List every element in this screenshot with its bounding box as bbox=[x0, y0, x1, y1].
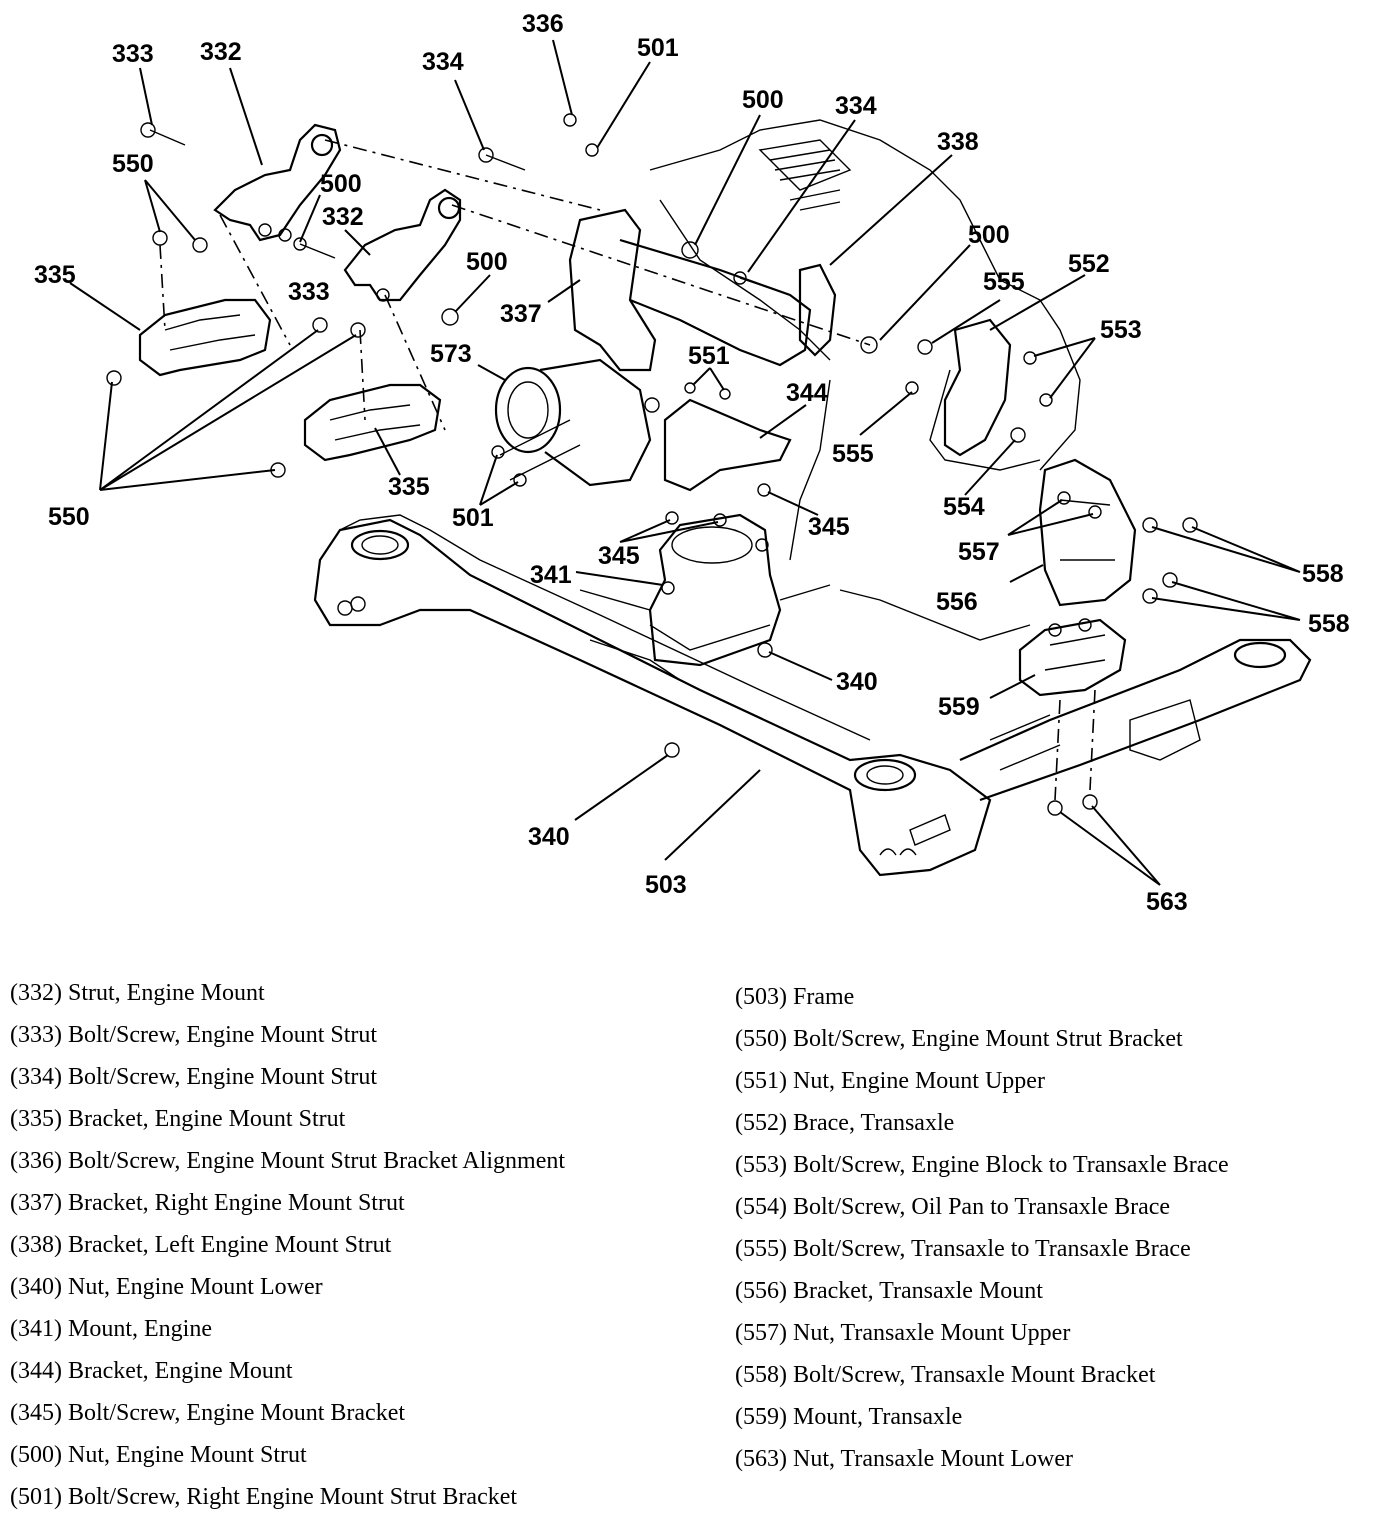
callout-501: 501 bbox=[637, 34, 679, 62]
legend-item: (340) Nut, Engine Mount Lower bbox=[10, 1274, 323, 1300]
callout-340: 340 bbox=[528, 823, 570, 851]
legend-item: (500) Nut, Engine Mount Strut bbox=[10, 1442, 307, 1468]
callout-334: 334 bbox=[422, 48, 464, 76]
callout-558: 558 bbox=[1302, 560, 1344, 588]
legend-item: (333) Bolt/Screw, Engine Mount Strut bbox=[10, 1022, 378, 1048]
callout-335: 335 bbox=[388, 473, 430, 501]
callout-341: 341 bbox=[530, 561, 572, 589]
callout-500: 500 bbox=[742, 86, 784, 114]
parts-legend-right: (503) Frame (550) Bolt/Screw, Engine Mou… bbox=[735, 976, 1229, 1480]
legend-item: (558) Bolt/Screw, Transaxle Mount Bracke… bbox=[735, 1362, 1156, 1388]
callout-333: 333 bbox=[112, 40, 154, 68]
fastener-drawings bbox=[106, 113, 1198, 816]
callout-332: 332 bbox=[322, 203, 364, 231]
legend-item: (335) Bracket, Engine Mount Strut bbox=[10, 1106, 346, 1132]
callout-334: 334 bbox=[835, 92, 877, 120]
callout-558: 558 bbox=[1308, 610, 1350, 638]
callout-500: 500 bbox=[466, 248, 508, 276]
callout-552: 552 bbox=[1068, 250, 1110, 278]
legend-item: (345) Bolt/Screw, Engine Mount Bracket bbox=[10, 1400, 406, 1426]
callout-559: 559 bbox=[938, 693, 980, 721]
legend-item: (557) Nut, Transaxle Mount Upper bbox=[735, 1320, 1071, 1346]
callout-340: 340 bbox=[836, 668, 878, 696]
legend-item: (336) Bolt/Screw, Engine Mount Strut Bra… bbox=[10, 1148, 566, 1174]
legend-item: (341) Mount, Engine bbox=[10, 1316, 212, 1342]
legend-item: (556) Bracket, Transaxle Mount bbox=[735, 1278, 1043, 1304]
legend-item: (334) Bolt/Screw, Engine Mount Strut bbox=[10, 1064, 378, 1090]
callout-550: 550 bbox=[48, 503, 90, 531]
parts-legend-left: (332) Strut, Engine Mount (333) Bolt/Scr… bbox=[10, 972, 565, 1518]
callout-345: 345 bbox=[808, 513, 850, 541]
callout-344: 344 bbox=[786, 379, 828, 407]
legend-item: (344) Bracket, Engine Mount bbox=[10, 1358, 293, 1384]
callout-501: 501 bbox=[452, 504, 494, 532]
callout-553: 553 bbox=[1100, 316, 1142, 344]
callout-333: 333 bbox=[288, 278, 330, 306]
engine-mount-drawing bbox=[579, 398, 831, 681]
legend-item: (555) Bolt/Screw, Transaxle to Transaxle… bbox=[735, 1236, 1191, 1262]
legend-item: (551) Nut, Engine Mount Upper bbox=[735, 1068, 1045, 1094]
legend-item: (503) Frame bbox=[735, 984, 855, 1010]
legend-item: (552) Brace, Transaxle bbox=[735, 1110, 955, 1136]
callout-563: 563 bbox=[1146, 888, 1188, 916]
legend-item: (559) Mount, Transaxle bbox=[735, 1404, 963, 1430]
callout-554: 554 bbox=[943, 493, 985, 521]
engine-outline-drawing bbox=[649, 119, 1081, 641]
callout-500: 500 bbox=[320, 170, 362, 198]
callout-573: 573 bbox=[430, 340, 472, 368]
callout-338: 338 bbox=[937, 128, 979, 156]
callout-550: 550 bbox=[112, 150, 154, 178]
callout-557: 557 bbox=[958, 538, 1000, 566]
legend-item: (337) Bracket, Right Engine Mount Strut bbox=[10, 1190, 405, 1216]
legend-item: (563) Nut, Transaxle Mount Lower bbox=[735, 1446, 1073, 1472]
callout-500: 500 bbox=[968, 221, 1010, 249]
callout-337: 337 bbox=[500, 300, 542, 328]
frame-drawing bbox=[313, 514, 1312, 877]
callout-555: 555 bbox=[832, 440, 874, 468]
callout-555: 555 bbox=[983, 268, 1025, 296]
callout-332: 332 bbox=[200, 38, 242, 66]
legend-item: (550) Bolt/Screw, Engine Mount Strut Bra… bbox=[735, 1026, 1183, 1052]
callout-556: 556 bbox=[936, 588, 978, 616]
callout-335: 335 bbox=[34, 261, 76, 289]
legend-item: (554) Bolt/Screw, Oil Pan to Transaxle B… bbox=[735, 1194, 1171, 1220]
legend-item: (338) Bracket, Left Engine Mount Strut bbox=[10, 1232, 392, 1258]
callout-336: 336 bbox=[522, 10, 564, 38]
legend-item: (553) Bolt/Screw, Engine Block to Transa… bbox=[735, 1152, 1229, 1178]
callout-345: 345 bbox=[598, 542, 640, 570]
callout-503: 503 bbox=[645, 871, 687, 899]
leader-lines bbox=[69, 39, 1301, 886]
exploded-view-diagram: 333 332 336 501 334 500 334 338 550 500 … bbox=[34, 10, 1350, 916]
legend-item: (332) Strut, Engine Mount bbox=[10, 980, 265, 1006]
callout-551: 551 bbox=[688, 342, 730, 370]
legend-item: (501) Bolt/Screw, Right Engine Mount Str… bbox=[10, 1484, 518, 1510]
callout-labels: 333 332 336 501 334 500 334 338 550 500 … bbox=[34, 10, 1350, 916]
transaxle-mount-drawing bbox=[943, 318, 1137, 801]
